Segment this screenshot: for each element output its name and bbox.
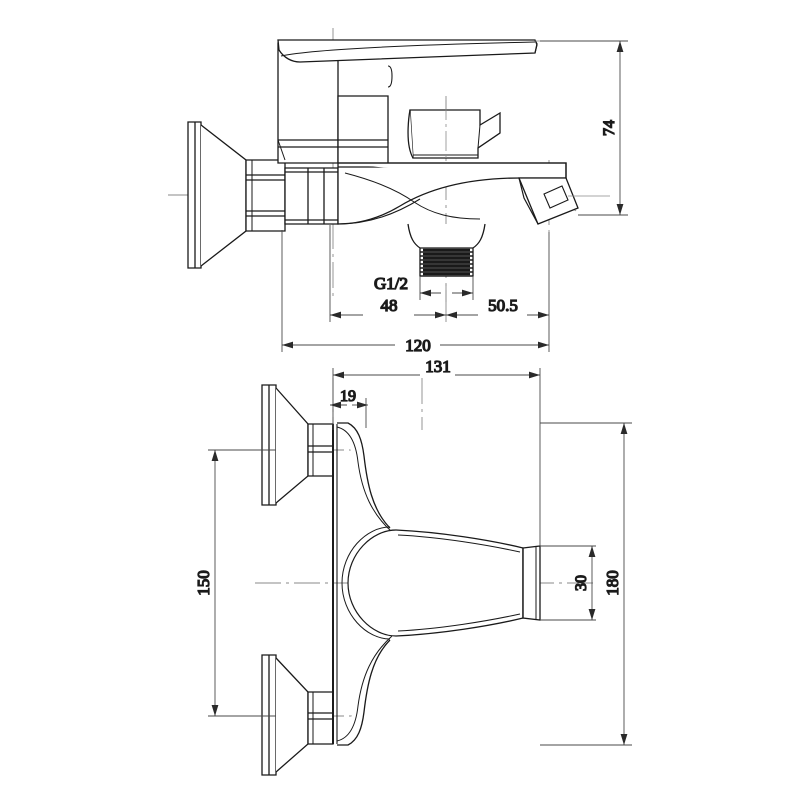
escutcheon-lower-plan [261,654,334,776]
dimension-30-label: 30 [573,575,590,591]
dimension-120 [281,230,550,352]
spout-body-side [337,162,567,225]
dimension-120-label: 120 [405,336,431,355]
dimension-505-label: 50.5 [488,296,518,315]
side-elevation-view: 74 G1/2 48 50.5 [168,28,628,356]
dimension-19-label: 19 [340,388,356,405]
inlet-shank-side [284,167,339,225]
inlet-escutcheon-side [187,121,247,269]
g12-thread-outlet-side [407,223,486,277]
dimension-74 [540,40,628,216]
handle-pivot-side [387,65,393,88]
body-upper-branch-plan [336,422,393,533]
wall-plate-plan [332,424,338,744]
mixer-body-side [277,42,389,168]
dimension-150 [208,449,276,717]
dimension-180-label: 180 [603,570,622,596]
spout-plan [395,529,541,637]
dimension-48-label: 48 [381,296,398,315]
dimension-48-505 [329,225,550,322]
dimension-180 [540,422,632,746]
thread-hatching [420,251,473,273]
dimension-131 [332,368,541,546]
dimension-19 [330,398,368,428]
lever-handle-side [277,39,600,63]
diverter-knob-side [407,100,501,160]
central-hub-plan [341,526,397,640]
spout-outlet-nozzle-side [518,177,610,225]
dimension-g12-label: G1/2 [374,274,408,293]
dimension-30 [540,545,596,621]
body-lower-branch-plan [336,635,393,746]
escutcheon-upper-plan [261,384,334,506]
dimension-150-label: 150 [194,570,213,596]
dimension-74-label: 74 [601,120,618,136]
hex-nut-side [245,159,286,232]
dimension-131-label: 131 [425,357,451,376]
thread-crests [423,248,470,276]
top-plan-view: 131 19 150 30 180 [193,356,632,776]
